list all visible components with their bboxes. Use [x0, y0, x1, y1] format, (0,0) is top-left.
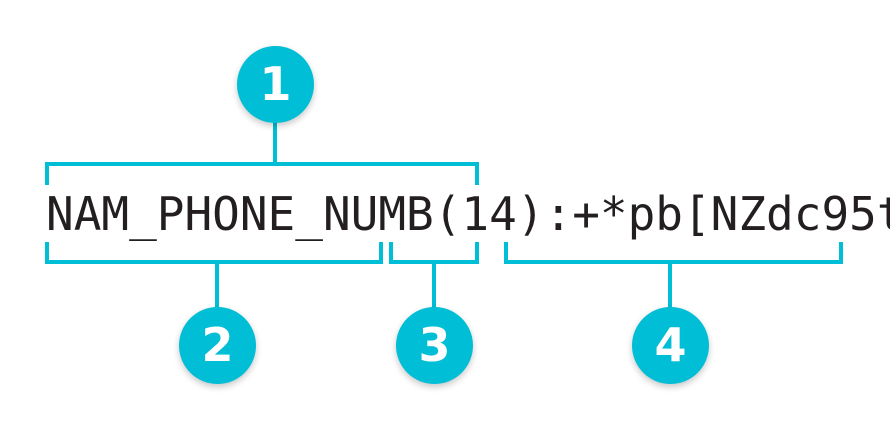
bracket-1-above [45, 162, 479, 185]
bracket-3-below [389, 242, 479, 264]
callout-badge-1[interactable]: 1 [237, 46, 314, 123]
bracket-group-4 [504, 242, 843, 312]
callout-badge-2-label: 2 [201, 318, 234, 372]
callout-badge-4-label: 4 [654, 318, 687, 372]
bracket-group-2 [45, 242, 383, 312]
callout-badge-3[interactable]: 3 [396, 307, 473, 384]
callout-badge-4[interactable]: 4 [632, 307, 709, 384]
bracket-4-below [504, 242, 843, 264]
bracket-group-1 [45, 118, 479, 185]
code-string: NAM_PHONE_NUMB(14):+*pb[NZdc95tLB [46, 187, 890, 241]
callout-badge-2[interactable]: 2 [179, 307, 256, 384]
callout-badge-1-label: 1 [259, 57, 292, 111]
callout-badge-3-label: 3 [418, 318, 451, 372]
bracket-group-3 [389, 242, 479, 312]
bracket-2-below [45, 242, 383, 264]
